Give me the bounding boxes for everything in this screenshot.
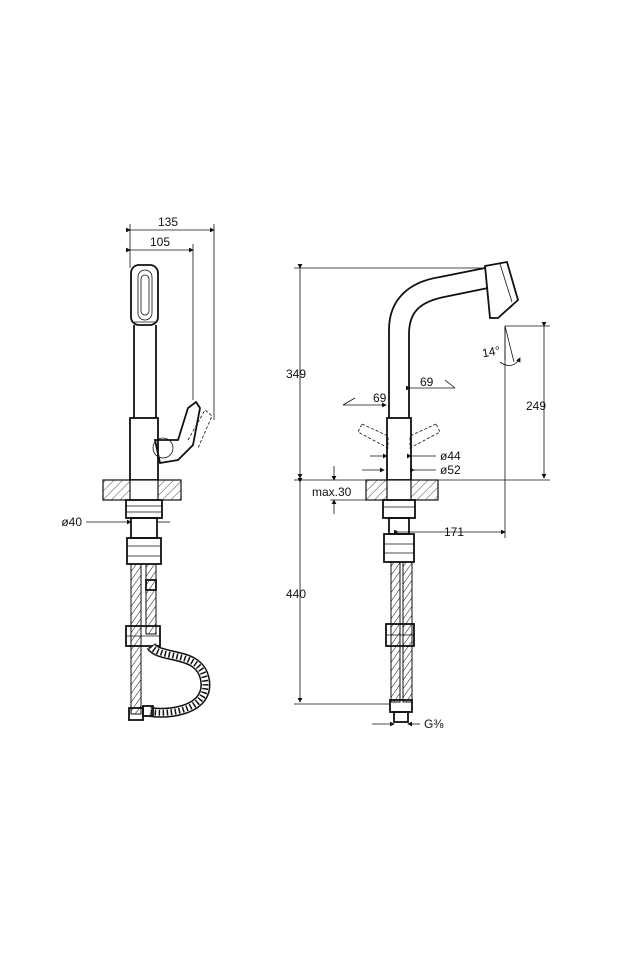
dim-349-label: 349 <box>286 367 306 381</box>
spray-head <box>130 264 159 326</box>
dim-dia52-label: ø52 <box>440 463 461 477</box>
dim-dia44-label: ø44 <box>440 449 461 463</box>
faucet-body <box>129 417 159 481</box>
dim-105-label: 105 <box>150 235 170 249</box>
lever-handle <box>153 400 201 465</box>
dim-thread-label: G⅜ <box>424 717 444 731</box>
dim-max30-label: max.30 <box>312 485 352 499</box>
dim-135-label: 135 <box>158 215 178 229</box>
faucet-body-front <box>386 417 412 481</box>
dim-69-left-label: 69 <box>373 391 387 405</box>
side-view: 135 105 ø40 <box>61 215 215 721</box>
dim-440-label: 440 <box>286 587 306 601</box>
dim-69-right-label: 69 <box>420 375 434 389</box>
dim-dia40-label: ø40 <box>61 515 82 529</box>
dim-angle-label: 14° <box>481 343 501 360</box>
spray-head-front <box>484 260 520 319</box>
dim-249-label: 249 <box>526 399 546 413</box>
front-view: 349 440 249 14° 69 69 ø44 ø52 max <box>286 260 550 731</box>
dim-171-label: 171 <box>444 525 464 539</box>
